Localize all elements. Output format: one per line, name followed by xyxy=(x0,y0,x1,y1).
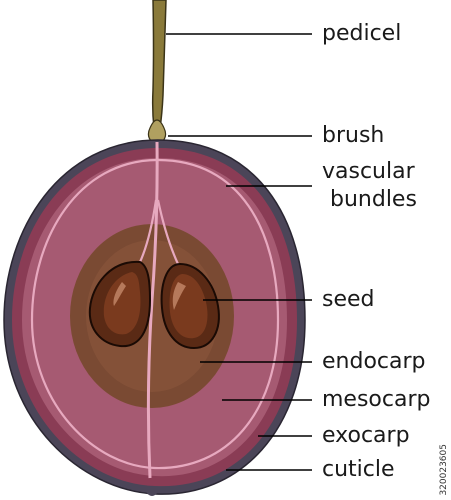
vascular-bundle-ring xyxy=(30,158,280,470)
seed-right-shine xyxy=(172,282,186,310)
seed-vascular-branch-right xyxy=(156,199,179,265)
brush-shape xyxy=(147,119,167,143)
label-vascular-line1: vascular xyxy=(322,159,415,184)
seed-left-highlight xyxy=(103,272,141,335)
stock-id-text: 320023605 xyxy=(439,444,449,496)
label-endocarp: endocarp xyxy=(322,349,426,374)
berry-bottom-tip xyxy=(146,492,158,496)
label-mesocarp: mesocarp xyxy=(322,387,431,412)
seed-left-shine xyxy=(113,282,126,306)
label-cuticle: cuticle xyxy=(322,457,395,482)
central-vascular-bundle xyxy=(146,141,159,479)
label-pedicel: pedicel xyxy=(322,21,402,46)
pedicel-stem xyxy=(151,0,167,129)
label-brush: brush xyxy=(322,123,385,148)
seed-vascular-branch-left xyxy=(138,199,158,263)
label-vascular-line2: bundles xyxy=(330,187,417,212)
label-exocarp: exocarp xyxy=(322,423,410,448)
leader-lines xyxy=(166,33,312,471)
label-seed: seed xyxy=(322,287,375,312)
